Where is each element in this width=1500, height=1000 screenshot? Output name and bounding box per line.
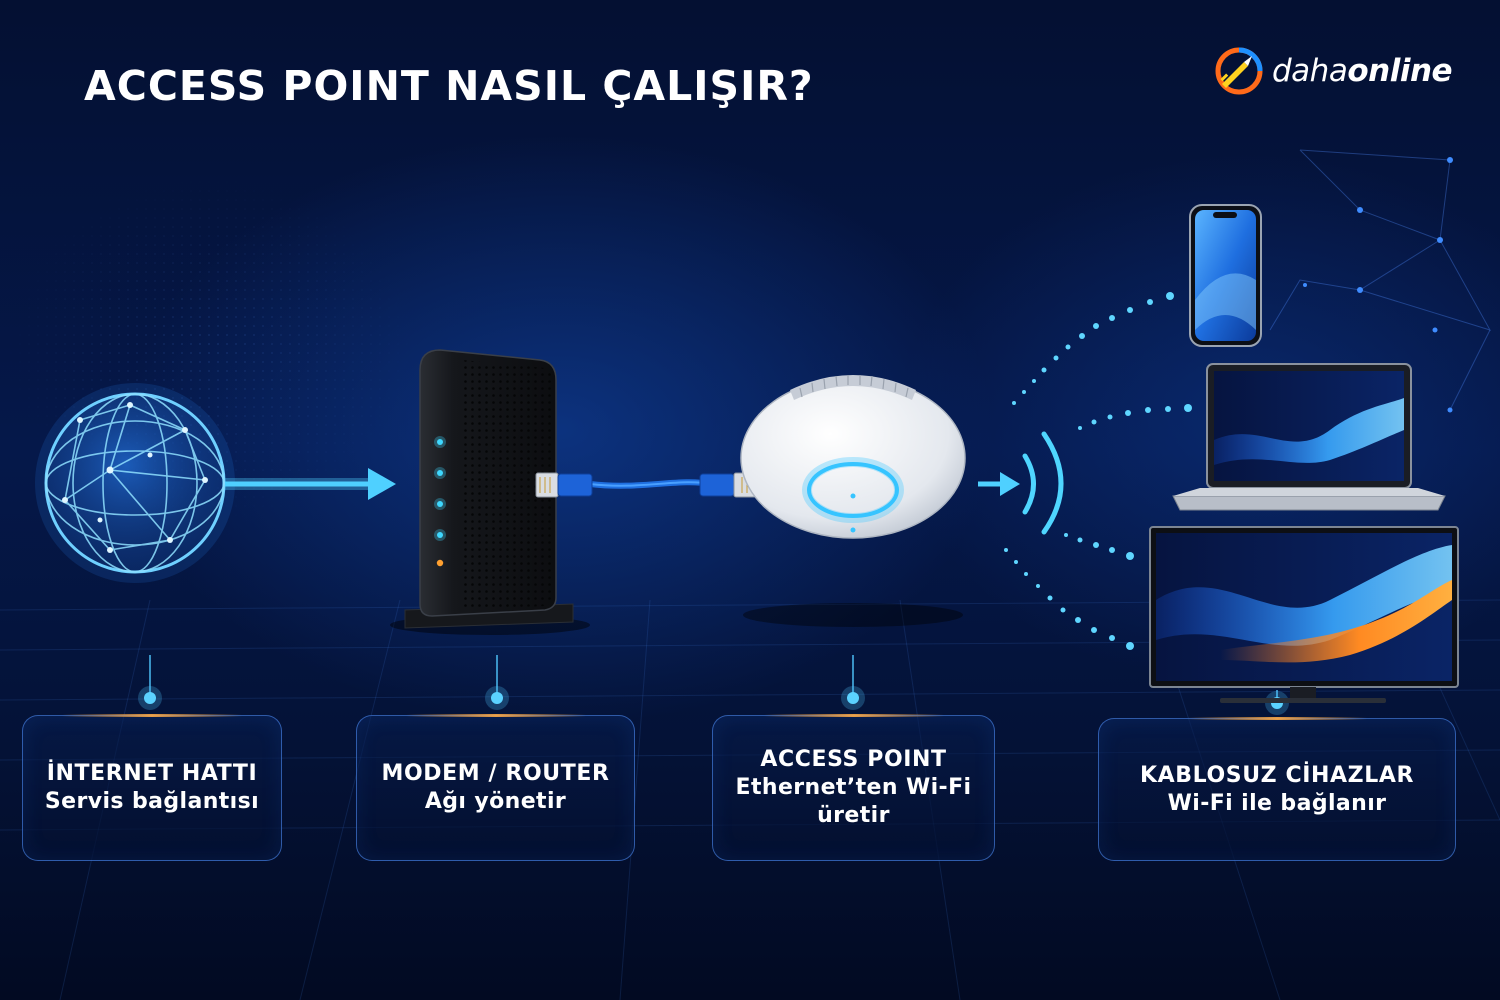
signal-dots [1004,292,1192,650]
card-internet-line: İNTERNET HATTI Servis bağlantısı [22,714,282,861]
card-title: KABLOSUZ CİHAZLAR [1139,762,1414,788]
card-glow [1187,717,1367,720]
access-point-icon [740,375,966,627]
brand-logo-icon [1215,47,1263,95]
globe-icon [35,383,235,583]
card-glow [62,714,242,717]
router-icon [390,349,590,635]
card-glow [405,714,586,717]
card-glow [763,714,944,717]
card-title: MODEM / ROUTER [381,761,610,786]
brand-name-light: daha [1272,53,1348,89]
card-subtitle-line2: üretir [817,803,890,828]
card-title: İNTERNET HATTI [46,761,258,786]
card-subtitle: Wi-Fi ile bağlanır [1167,790,1387,816]
card-modem-router: MODEM / ROUTER Ağı yönetir [356,714,635,861]
brand-logo: dahaonline [1214,44,1464,98]
card-wireless-devices: KABLOSUZ CİHAZLAR Wi-Fi ile bağlanır [1098,717,1456,861]
arrow-internet-to-router [225,468,396,500]
laptop-icon [1172,363,1446,511]
wifi-signal-icon [978,431,1064,535]
ethernet-cable-icon [535,472,757,498]
card-subtitle: Ethernet’ten Wi-Fi [735,775,972,800]
card-title: ACCESS POINT [760,747,947,772]
card-subtitle: Servis bağlantısı [44,789,260,814]
smartphone-icon [1189,204,1262,347]
card-access-point: ACCESS POINT Ethernet’ten Wi-Fi üretir [712,714,995,861]
page-title: ACCESS POINT NASIL ÇALIŞIR? [84,62,814,110]
tv-icon [1149,526,1459,703]
brand-name-bold: online [1347,53,1453,89]
brand-name: dahaonline [1272,53,1453,89]
card-subtitle: Ağı yönetir [424,789,567,814]
